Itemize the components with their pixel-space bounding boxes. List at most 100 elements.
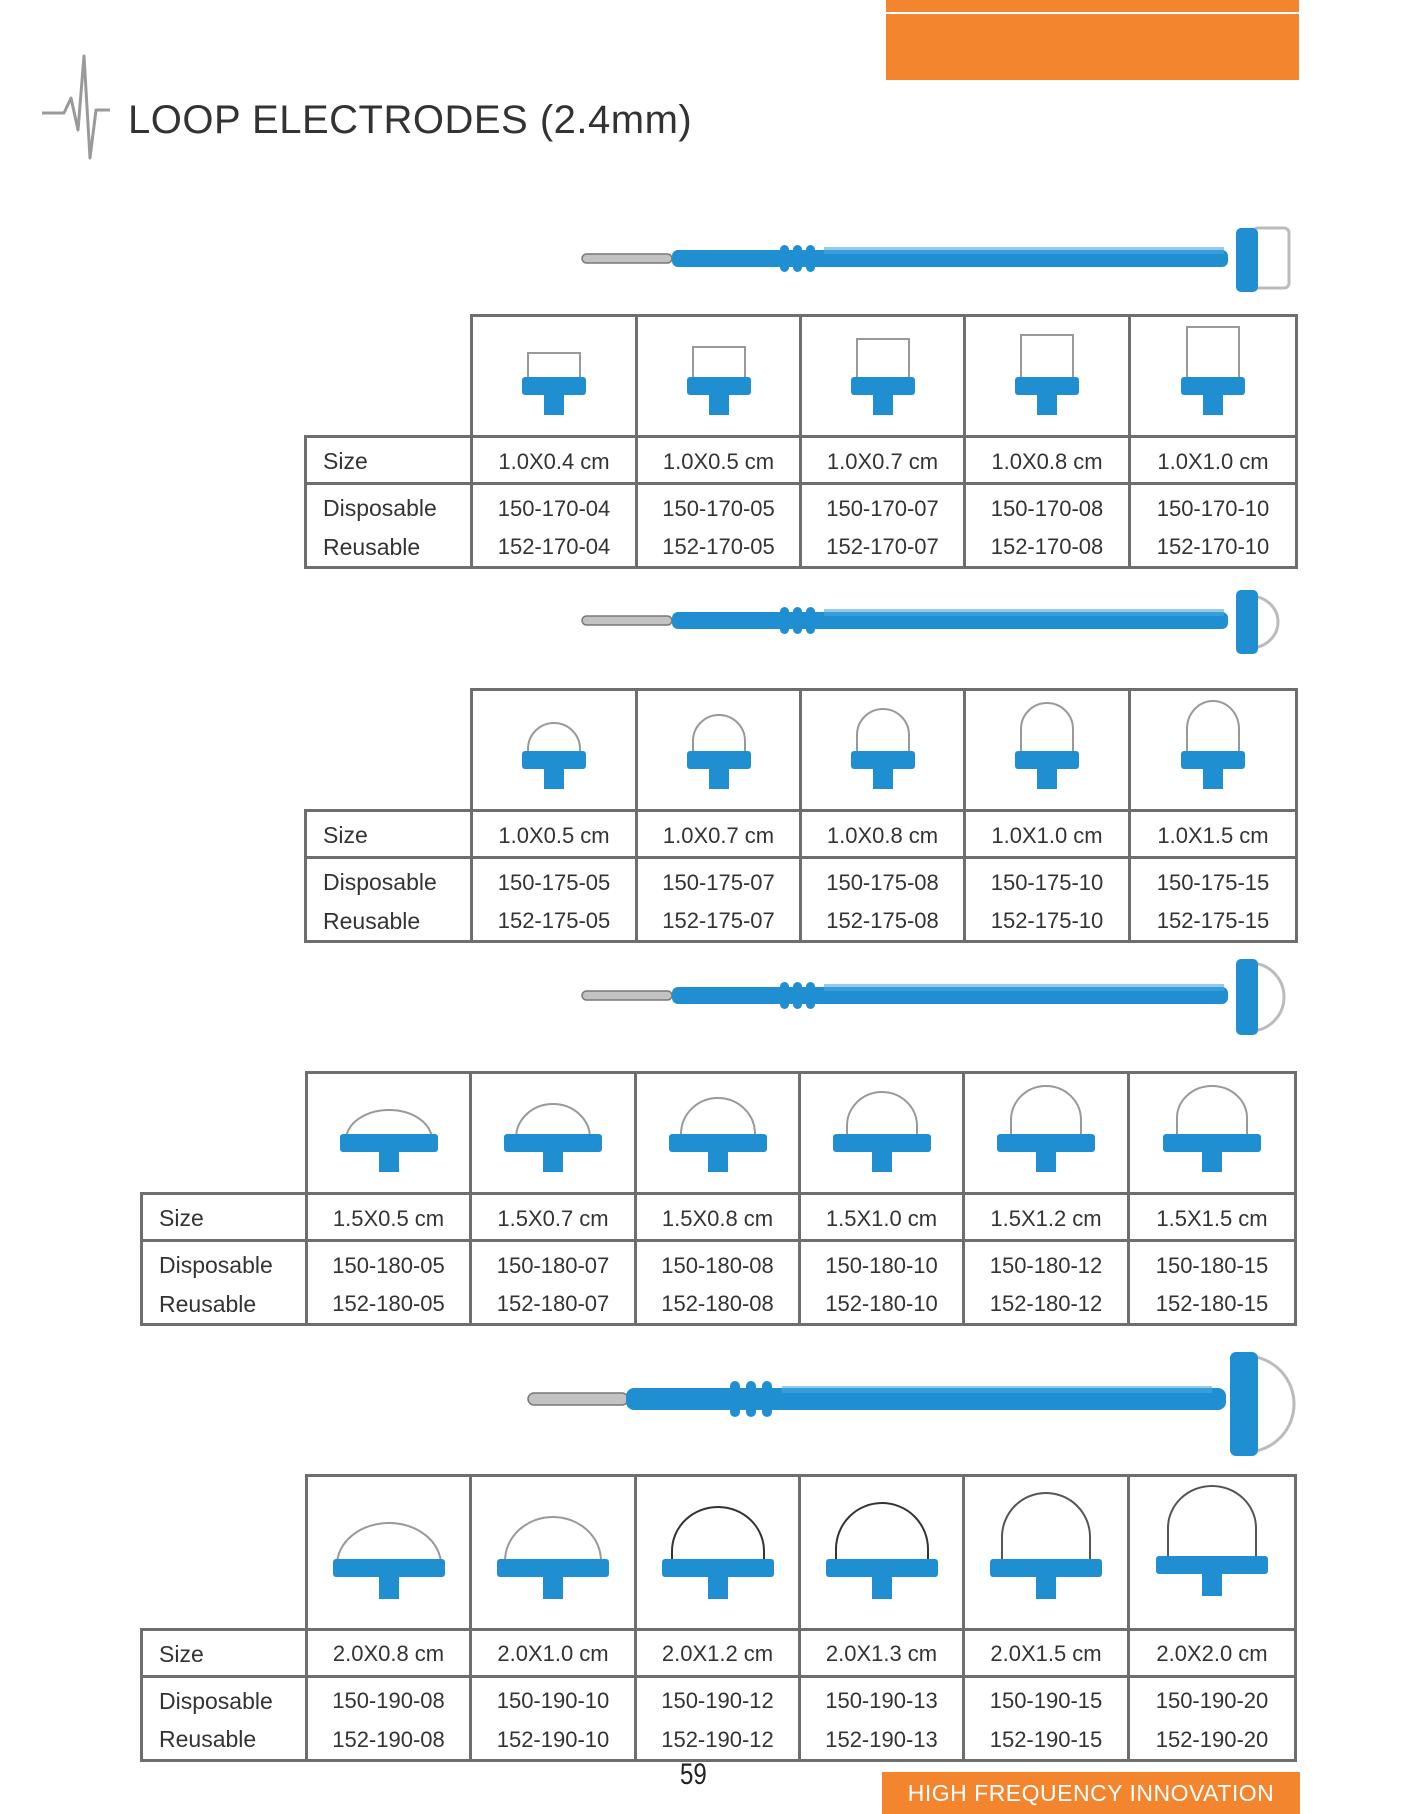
loop-image-cell bbox=[963, 688, 1131, 812]
loop-image-cell bbox=[634, 1474, 801, 1631]
size-cell: 1.5X0.7 cm bbox=[469, 1192, 637, 1242]
loop-image-cell bbox=[634, 1071, 801, 1195]
rect-loop-tip-icon bbox=[686, 346, 751, 415]
row-label-disposable: Disposable bbox=[304, 482, 473, 528]
loop-image-cell bbox=[799, 314, 966, 438]
round-loop-tip-icon bbox=[850, 708, 915, 789]
round-loop-tip-icon bbox=[522, 722, 586, 789]
disposable-code-cell: 150-170-07 bbox=[799, 482, 966, 528]
disposable-code-cell: 150-170-04 bbox=[470, 482, 638, 528]
disposable-code-cell: 150-180-08 bbox=[634, 1239, 801, 1285]
size-cell: 1.0X0.4 cm bbox=[470, 435, 638, 485]
round-loop-tip-icon bbox=[497, 1516, 609, 1600]
disposable-code-cell: 150-190-15 bbox=[962, 1674, 1130, 1721]
disposable-code-cell: 150-175-10 bbox=[963, 856, 1131, 902]
spec-table-round-loop-1-0: Size 1.0X0.5 cm 1.0X0.7 cm 1.0X0.8 cm 1.… bbox=[304, 688, 1298, 943]
disposable-code-cell: 150-175-08 bbox=[799, 856, 966, 902]
round-loop-tip-icon bbox=[686, 714, 751, 789]
reusable-code-cell: 152-170-04 bbox=[470, 528, 638, 569]
disposable-code-cell: 150-170-10 bbox=[1128, 482, 1298, 528]
row-label-size: Size bbox=[304, 435, 473, 485]
size-cell: 1.0X0.5 cm bbox=[470, 809, 638, 859]
header-accent-bar bbox=[886, 0, 1299, 80]
round-loop-tip-icon bbox=[668, 1097, 767, 1172]
round-loop-tip-icon bbox=[832, 1091, 931, 1172]
row-label-size: Size bbox=[140, 1192, 308, 1242]
size-cell: 2.0X1.0 cm bbox=[469, 1627, 637, 1678]
disposable-code-cell: 150-190-20 bbox=[1127, 1674, 1297, 1721]
disposable-code-cell: 150-180-10 bbox=[798, 1239, 965, 1285]
loop-image-cell bbox=[469, 1071, 637, 1195]
size-cell: 1.0X0.7 cm bbox=[635, 809, 802, 859]
loop-image-cell bbox=[798, 1474, 965, 1631]
disposable-code-cell: 150-180-07 bbox=[469, 1239, 637, 1285]
reusable-code-cell: 152-180-08 bbox=[634, 1285, 801, 1326]
disposable-code-cell: 150-180-15 bbox=[1127, 1239, 1297, 1285]
reusable-code-cell: 152-175-05 bbox=[470, 902, 638, 943]
page-number: 59 bbox=[680, 1758, 707, 1791]
reusable-code-cell: 152-190-10 bbox=[469, 1720, 637, 1762]
disposable-code-cell: 150-175-07 bbox=[635, 856, 802, 902]
loop-image-cell bbox=[635, 688, 802, 812]
size-cell: 1.5X1.2 cm bbox=[962, 1192, 1130, 1242]
rect-loop-tip-icon bbox=[522, 352, 586, 415]
disposable-code-cell: 150-175-15 bbox=[1128, 856, 1298, 902]
round-loop-tip-icon bbox=[1015, 702, 1079, 789]
rect-loop-tip-icon bbox=[850, 338, 915, 415]
footer-tagline: HIGH FREQUENCY INNOVATION bbox=[907, 1779, 1275, 1806]
reusable-code-cell: 152-190-20 bbox=[1127, 1720, 1297, 1762]
loop-image-cell bbox=[963, 314, 1131, 438]
size-cell: 1.0X1.0 cm bbox=[1128, 435, 1298, 485]
disposable-code-cell: 150-180-05 bbox=[305, 1239, 472, 1285]
round-loop-tip-icon bbox=[1163, 1085, 1261, 1172]
size-cell: 1.5X0.8 cm bbox=[634, 1192, 801, 1242]
round-loop-tip-icon bbox=[1181, 700, 1245, 789]
row-label-disposable: Disposable bbox=[140, 1239, 308, 1285]
loop-image-cell bbox=[305, 1071, 472, 1195]
size-cell: 1.0X0.8 cm bbox=[963, 435, 1131, 485]
reusable-code-cell: 152-180-10 bbox=[798, 1285, 965, 1326]
spec-table-rect-loop: Size 1.0X0.4 cm 1.0X0.5 cm 1.0X0.7 cm 1.… bbox=[304, 314, 1298, 569]
loop-image-cell bbox=[470, 314, 638, 438]
disposable-code-cell: 150-190-13 bbox=[798, 1674, 965, 1721]
heartbeat-logo-icon bbox=[42, 54, 110, 160]
page-title: LOOP ELECTRODES (2.4mm) bbox=[128, 98, 693, 142]
electrode-rect-loop-image bbox=[581, 226, 1291, 292]
size-cell: 1.5X1.5 cm bbox=[1127, 1192, 1297, 1242]
reusable-code-cell: 152-175-10 bbox=[963, 902, 1131, 943]
row-label-reusable: Reusable bbox=[140, 1720, 308, 1762]
electrode-round-loop-image bbox=[581, 590, 1280, 654]
reusable-code-cell: 152-175-08 bbox=[799, 902, 966, 943]
loop-image-cell bbox=[1127, 1071, 1297, 1195]
disposable-code-cell: 150-180-12 bbox=[962, 1239, 1130, 1285]
loop-image-cell bbox=[799, 688, 966, 812]
row-label-size: Size bbox=[140, 1627, 308, 1678]
size-cell: 1.0X0.5 cm bbox=[635, 435, 802, 485]
reusable-code-cell: 152-170-08 bbox=[963, 528, 1131, 569]
reusable-code-cell: 152-180-07 bbox=[469, 1285, 637, 1326]
electrode-round-loop-1-5-image bbox=[581, 959, 1286, 1035]
size-cell: 2.0X2.0 cm bbox=[1127, 1627, 1297, 1678]
size-cell: 2.0X1.2 cm bbox=[634, 1627, 801, 1678]
reusable-code-cell: 152-180-05 bbox=[305, 1285, 472, 1326]
footer-tagline-bar: HIGH FREQUENCY INNOVATION bbox=[882, 1772, 1300, 1814]
disposable-code-cell: 150-175-05 bbox=[470, 856, 638, 902]
disposable-code-cell: 150-170-08 bbox=[963, 482, 1131, 528]
row-label-disposable: Disposable bbox=[140, 1674, 308, 1721]
loop-image-cell bbox=[470, 688, 638, 812]
round-loop-tip-icon bbox=[997, 1085, 1095, 1172]
loop-image-cell bbox=[635, 314, 802, 438]
rect-loop-tip-icon bbox=[1015, 334, 1079, 415]
loop-image-cell bbox=[798, 1071, 965, 1195]
round-loop-tip-icon bbox=[504, 1103, 602, 1172]
round-loop-tip-icon bbox=[332, 1522, 445, 1600]
reusable-code-cell: 152-190-08 bbox=[305, 1720, 472, 1762]
row-label-size: Size bbox=[304, 809, 473, 859]
row-label-disposable: Disposable bbox=[304, 856, 473, 902]
loop-image-cell bbox=[1128, 688, 1298, 812]
loop-image-cell bbox=[1128, 314, 1298, 438]
electrode-round-loop-2-0-image bbox=[527, 1352, 1296, 1456]
disposable-code-cell: 150-170-05 bbox=[635, 482, 802, 528]
size-cell: 2.0X1.5 cm bbox=[962, 1627, 1130, 1678]
size-cell: 1.5X1.0 cm bbox=[798, 1192, 965, 1242]
